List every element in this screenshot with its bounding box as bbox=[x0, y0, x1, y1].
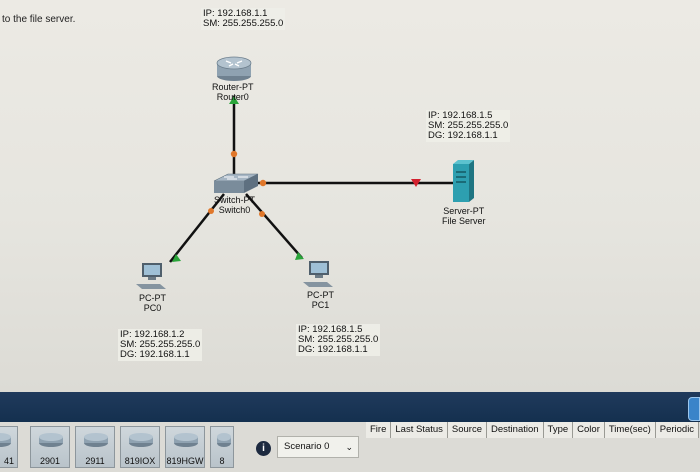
toolbar-toggle[interactable] bbox=[688, 397, 700, 421]
server-label: Server-PT File Server bbox=[442, 206, 486, 226]
device-tile[interactable]: 41 bbox=[0, 426, 18, 468]
link-status-pending-icon bbox=[259, 211, 265, 217]
pdu-col-last-status[interactable]: Last Status bbox=[391, 422, 448, 438]
scenario-select-value: Scenario 0 bbox=[284, 441, 330, 452]
switch-icon[interactable] bbox=[213, 173, 259, 193]
pc1-ip-info: IP: 192.168.1.5 SM: 255.255.255.0 DG: 19… bbox=[296, 324, 381, 356]
device-tile[interactable]: 2911 bbox=[75, 426, 115, 468]
pc-icon[interactable] bbox=[136, 263, 166, 289]
pdu-col-type[interactable]: Type bbox=[543, 422, 574, 438]
device-tile[interactable]: 819HGW bbox=[165, 426, 205, 468]
device-tile[interactable]: 819IOX bbox=[120, 426, 160, 468]
device-tile[interactable]: 8 bbox=[210, 426, 234, 468]
pc0-label: PC-PT PC0 bbox=[139, 293, 166, 313]
link-status-up-icon bbox=[295, 252, 304, 260]
link-status-up-icon bbox=[172, 254, 181, 262]
bottom-toolbar bbox=[0, 392, 700, 422]
note-text: to the file server. bbox=[2, 14, 76, 25]
link-status-pending-icon bbox=[259, 179, 267, 187]
scenario-select[interactable]: Scenario 0 ⌄ bbox=[277, 436, 359, 458]
pdu-col-time[interactable]: Time(sec) bbox=[604, 422, 656, 438]
link-status-up-icon bbox=[229, 96, 239, 104]
link-status-down-icon bbox=[411, 179, 421, 187]
switch-label: Switch-PT Switch0 bbox=[214, 195, 256, 215]
link-switch-pc0[interactable] bbox=[169, 193, 225, 263]
pdu-col-source[interactable]: Source bbox=[447, 422, 488, 438]
pc1-label: PC-PT PC1 bbox=[307, 290, 334, 310]
topology-canvas[interactable] bbox=[0, 0, 700, 392]
pc0-ip-info: IP: 192.168.1.2 SM: 255.255.255.0 DG: 19… bbox=[118, 329, 203, 361]
info-icon[interactable]: i bbox=[256, 441, 271, 456]
pdu-col-destination[interactable]: Destination bbox=[487, 422, 544, 438]
pdu-col-periodic[interactable]: Periodic bbox=[655, 422, 700, 438]
link-switch-pc1[interactable] bbox=[245, 193, 303, 259]
logical-workspace[interactable]: to the file server. bbox=[0, 0, 700, 392]
router-label: Router-PT Router0 bbox=[212, 82, 254, 102]
pc-icon[interactable] bbox=[303, 261, 333, 287]
link-status-pending-icon bbox=[230, 150, 238, 158]
router-ip-info: IP: 192.168.1.1 SM: 255.255.255.0 bbox=[201, 8, 286, 30]
device-tile[interactable]: 2901 bbox=[30, 426, 70, 468]
pdu-table-header: Fire Last Status Source Destination Type… bbox=[366, 422, 700, 438]
router-icon[interactable] bbox=[216, 56, 252, 81]
chevron-down-icon: ⌄ bbox=[345, 442, 353, 452]
server-icon[interactable] bbox=[453, 160, 474, 202]
server-ip-info: IP: 192.168.1.5 SM: 255.255.255.0 DG: 19… bbox=[426, 110, 511, 142]
pdu-col-color[interactable]: Color bbox=[573, 422, 605, 438]
pdu-col-fire[interactable]: Fire bbox=[366, 422, 392, 438]
link-status-pending-icon bbox=[208, 208, 214, 214]
